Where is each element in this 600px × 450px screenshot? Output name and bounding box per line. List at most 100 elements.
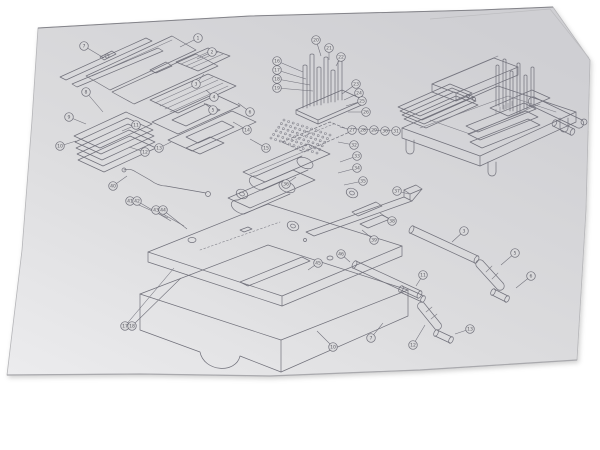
callout-number: 15 [263,146,269,152]
callout-circle [261,143,271,153]
type-piece-dot [282,127,285,130]
callout-circle [366,333,376,343]
callout-leader-line [131,277,182,327]
assembled-model [397,55,588,177]
type-piece-dot [293,135,296,139]
type-piece-dot [320,144,324,148]
callout-circle [311,35,321,45]
type-piece-dot [297,137,301,140]
type-piece-dot [311,150,314,153]
callout-circle [245,107,255,117]
callout-number: 6 [530,274,533,280]
callout-circle [127,321,137,331]
callout-circle [352,163,362,173]
type-piece-dot [286,128,290,132]
callout-number: 3 [463,229,466,235]
callout-circle [418,270,428,280]
callout-number: 10 [57,144,63,150]
type-piece-dot [301,124,304,128]
part-base-block [139,244,409,373]
type-piece-dot [284,123,288,127]
type-piece-dot [295,140,298,144]
type-piece-dot [292,144,296,147]
callout-circle [272,56,282,66]
callout-number: 46 [338,252,344,258]
type-piece-dot [312,132,315,136]
type-piece-dot [286,137,289,141]
callout-circle [358,176,368,186]
callout-number: 11 [133,123,139,129]
type-piece-dot [305,134,308,138]
callout-leader-line [276,78,311,86]
callout-leader-line [276,87,314,92]
paper-corner-crease [429,8,590,59]
callout-number: 38 [389,219,395,225]
callout-circle [465,324,475,334]
callout-number: 12 [410,343,416,349]
type-piece-dot [316,143,319,146]
callout-number: 13 [467,327,473,333]
callout-circle [352,151,362,161]
callout-number: 4 [213,95,216,101]
callout-circle [108,181,118,191]
callout-circle [387,216,397,226]
callout-number: 33 [354,154,360,160]
type-piece-dot [274,129,278,133]
paper-surface [6,6,591,377]
type-piece-dot [272,133,275,136]
callout-circle [357,96,367,106]
callout-circle [208,105,218,115]
part-rods [351,225,510,344]
callout-number: 26 [363,110,369,116]
callout-number: 42 [134,199,140,205]
callout-number: 1 [197,36,200,42]
callout-leader-line [124,267,175,327]
callout-number: 35 [360,179,366,185]
part-wire-crank [121,167,211,197]
callout-number: 13 [156,146,162,152]
part-pin-cluster [295,53,365,125]
callout-circle [131,120,141,130]
type-piece-dot [288,134,292,137]
type-piece-dot [296,123,300,126]
callout-circle [349,140,359,150]
type-piece-dot [281,136,285,139]
type-piece-dot [307,140,310,143]
type-piece-dot [303,129,306,133]
type-piece-dot [302,138,306,142]
type-piece-dot [307,131,311,134]
callout-number: 9 [68,115,71,121]
callout-number: 7 [83,44,86,50]
type-piece-dot [282,118,286,122]
type-piece-dot [293,126,297,130]
callout-circle [313,258,323,268]
callout-circle [347,125,357,135]
type-piece-dot [297,145,300,149]
callout-number: 11 [420,273,426,279]
callout-leader-line [276,69,307,80]
type-piece-dot [324,132,327,135]
callout-number: 6 [249,110,252,116]
type-piece-dot [321,135,325,139]
callout-number: 39 [371,238,377,244]
callout-circle [140,147,150,157]
callout-number: 14 [244,128,250,134]
callout-circle [272,83,282,93]
callout-circle [272,74,282,84]
part-blades [59,37,164,88]
type-piece-dot [309,136,313,139]
callout-circle [392,186,402,196]
callout-circle [242,125,252,135]
callout-circle [351,79,361,89]
type-piece-dot [283,141,287,144]
type-piece-dot [311,141,315,145]
part-rollers [227,143,359,232]
type-piece-dot [269,136,273,140]
callout-number: 44 [160,208,166,214]
callout-circle [354,88,364,98]
callout-number: 24 [356,91,362,97]
callout-number: 34 [354,166,360,172]
callout-number: 18 [274,77,280,83]
callout-circle [459,226,469,236]
type-piece-dot [304,143,308,147]
